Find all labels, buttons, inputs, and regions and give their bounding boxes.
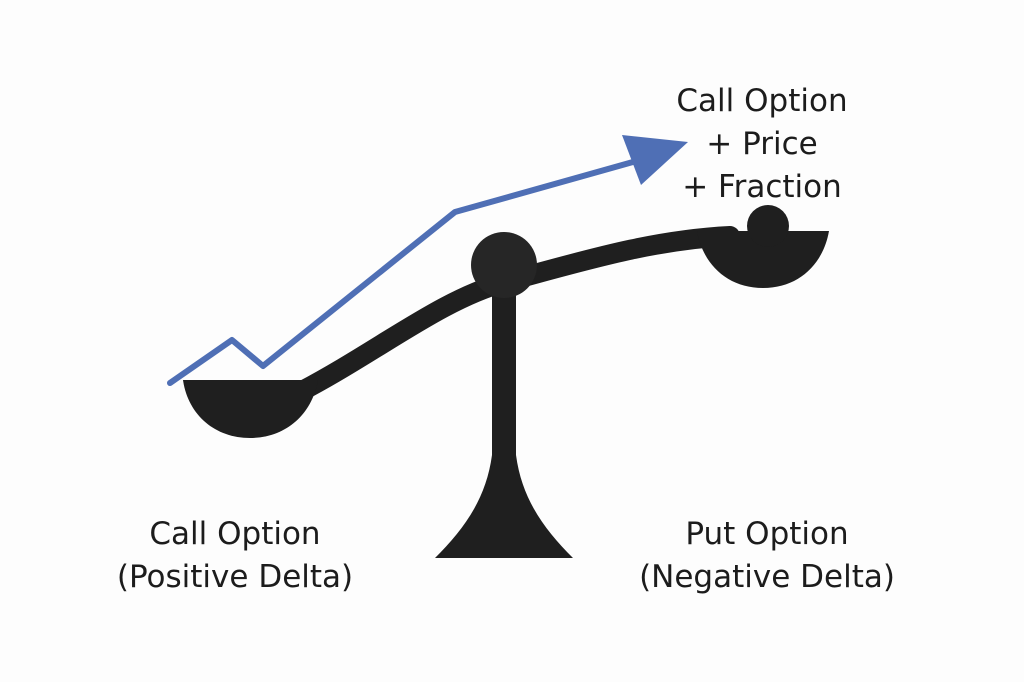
label-line: Call Option xyxy=(676,83,848,119)
right-pan xyxy=(697,231,829,288)
arrow-head xyxy=(622,135,688,185)
label-line: Put Option xyxy=(685,516,849,552)
label-call-option-price-fraction: Call Option + Price + Fraction xyxy=(676,80,847,209)
label-line: Call Option xyxy=(149,516,321,552)
label-line: (Positive Delta) xyxy=(116,559,354,595)
right-pan-weight xyxy=(747,205,789,247)
pivot-knob xyxy=(471,232,537,298)
trend-line xyxy=(167,157,643,386)
scale-base xyxy=(435,455,573,558)
label-line: (Negative Delta) xyxy=(639,559,895,595)
balance-scale-icon xyxy=(183,205,829,558)
left-pan xyxy=(183,380,318,438)
label-put-option-negative-delta: Put Option (Negative Delta) xyxy=(639,513,895,599)
label-line: + Price xyxy=(706,126,818,162)
label-line: + Fraction xyxy=(682,169,842,205)
label-call-option-positive-delta: Call Option (Positive Delta) xyxy=(117,513,353,599)
trend-arrow-icon xyxy=(167,135,688,386)
scale-post xyxy=(492,285,516,460)
